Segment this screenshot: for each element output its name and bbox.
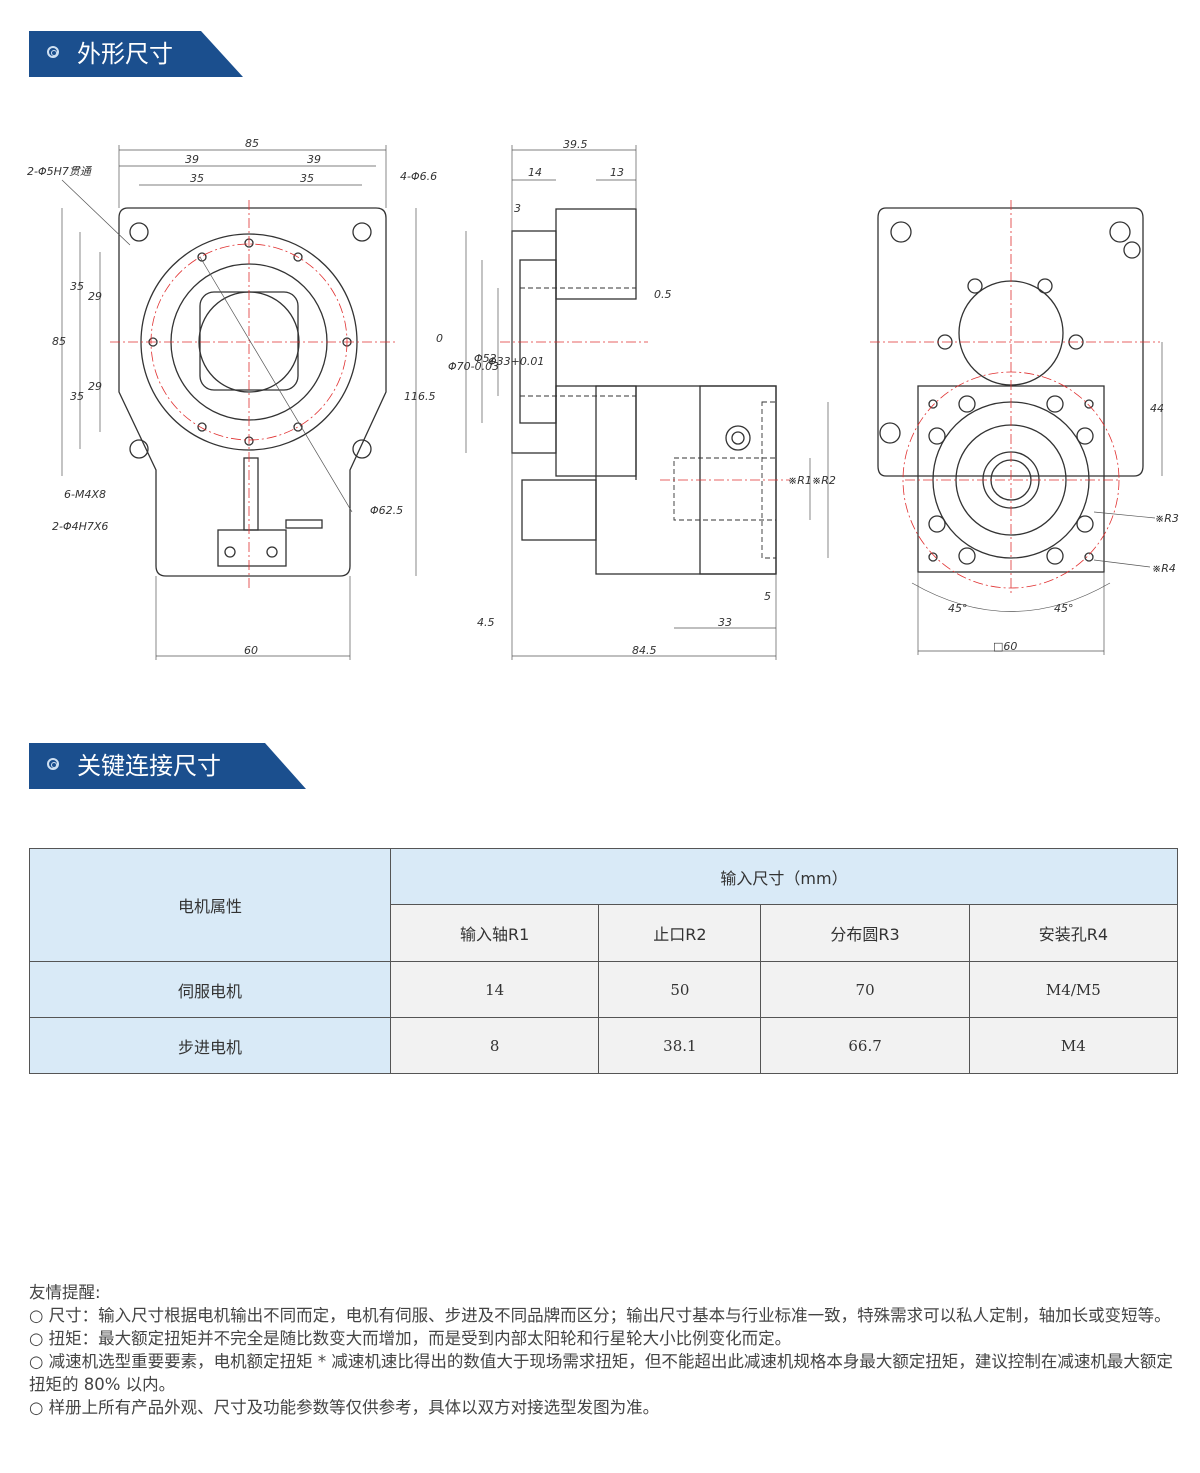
dimension-label: 13 [610, 166, 624, 179]
dimension-label: □60 [993, 640, 1017, 653]
dimension-label: Φ70-0.03 [448, 360, 499, 373]
dimension-label: 5 [764, 590, 771, 603]
side-view [511, 208, 777, 575]
dimension-label: 39 [185, 153, 199, 166]
table-cell: 50 [598, 961, 762, 1018]
dimension-drawing: 85 39 39 35 35 2-Φ5H7贯通 4-Φ6.6 85 35 29 … [27, 137, 1179, 660]
dimension-label: Φ33+0.01 [488, 355, 544, 368]
dimension-label: 4-Φ6.6 [400, 170, 437, 183]
table-row: 伺服电机 14 50 70 M4/M5 [29, 961, 1179, 1018]
dimension-label: 85 [52, 335, 66, 348]
table-cell: M4/M5 [968, 961, 1179, 1018]
dimension-label: 29 [88, 290, 102, 303]
row-label: 步进电机 [29, 1017, 391, 1074]
column-header: 分布圆R3 [760, 904, 970, 962]
dimension-label: 45° [948, 602, 968, 615]
dimension-label: 45° [1054, 602, 1074, 615]
dimension-label: 14 [528, 166, 542, 179]
table-cell: 66.7 [760, 1017, 970, 1074]
banner-shape [29, 743, 306, 789]
table-cell: 70 [760, 961, 970, 1018]
note-item: ○ 尺寸：输入尺寸根据电机输出不同而定，电机有伺服、步进及不同品牌而区分；输出尺… [29, 1306, 1171, 1325]
section-title-text: 外形尺寸 [77, 40, 173, 68]
dimension-label: 35 [190, 172, 204, 185]
notes: 友情提醒: ○ 尺寸：输入尺寸根据电机输出不同而定，电机有伺服、步进及不同品牌而… [29, 1281, 1189, 1419]
side-centerline [500, 341, 790, 481]
column-header: 安装孔R4 [968, 904, 1179, 962]
section-title-connection: 关键连接尺寸 [29, 743, 307, 789]
dimension-label: ※R3 [1155, 512, 1179, 525]
table-cell: 8 [389, 1017, 600, 1074]
dimension-label: 39 [307, 153, 321, 166]
dimension-label: 84.5 [632, 644, 657, 657]
dimension-label: 44 [1150, 402, 1164, 415]
dimension-label: 6-M4X8 [64, 488, 106, 501]
dimension-label: 0 [436, 332, 443, 345]
dimension-label: 29 [88, 380, 102, 393]
dimension-label: 35 [70, 280, 84, 293]
front-view [118, 207, 387, 577]
dimension-label: 85 [245, 137, 259, 150]
dimension-label: 35 [300, 172, 314, 185]
table-cell: 14 [389, 961, 600, 1018]
dimension-lines [61, 145, 1163, 660]
column-header: 止口R2 [598, 904, 762, 962]
dimension-label: 2-Φ4H7X6 [52, 520, 108, 533]
note-item: ○ 样册上所有产品外观、尺寸及功能参数等仅供参考，具体以双方对接选型发图为准。 [29, 1398, 660, 1417]
section-title-text: 关键连接尺寸 [77, 752, 221, 780]
dimension-label: ※R4 [1152, 562, 1176, 575]
banner-shape [29, 31, 243, 77]
dimension-label: 60 [244, 644, 258, 657]
table-row: 步进电机 8 38.1 66.7 M4 [29, 1017, 1179, 1074]
table-cell: M4 [968, 1017, 1179, 1074]
front-centerlines [110, 200, 398, 590]
dimension-label: ※R1 [788, 474, 812, 487]
dimension-label: 116.5 [404, 390, 436, 403]
rear-centerlines [870, 200, 1160, 595]
dimension-label: 35 [70, 390, 84, 403]
table-cell: 38.1 [598, 1017, 762, 1074]
note-item: ○ 扭矩：最大额定扭矩并不完全是随比数变大而增加，而是受到内部太阳轮和行星轮大小… [29, 1329, 792, 1348]
dimension-label: 39.5 [563, 138, 588, 151]
row-label: 伺服电机 [29, 961, 391, 1018]
column-header: 输入轴R1 [389, 904, 600, 962]
section-title-dimensions: 外形尺寸 [29, 31, 244, 77]
side-hidden-lines [520, 287, 777, 559]
dimension-labels: 85 39 39 35 35 2-Φ5H7贯通 4-Φ6.6 85 35 29 … [27, 137, 1179, 657]
rear-view [877, 207, 1144, 573]
header-input-size: 输入尺寸（mm） [390, 848, 1178, 905]
dimension-label: 4.5 [477, 616, 495, 629]
dimension-label: 2-Φ5H7贯通 [27, 165, 93, 178]
dimension-label: ※R2 [812, 474, 836, 487]
note-item: ○ 减速机选型重要要素，电机额定扭矩 * 减速机速比得出的数值大于现场需求扭矩，… [29, 1352, 1173, 1394]
dimension-label: 0.5 [654, 288, 672, 301]
connection-table: 电机属性 输入尺寸（mm） 输入轴R1 止口R2 分布圆R3 安装孔R4 伺服电… [29, 848, 1179, 1074]
notes-title: 友情提醒: [29, 1283, 101, 1302]
dimension-label: 33 [718, 616, 732, 629]
dimension-label: Φ52 [474, 352, 497, 365]
ring-icon [47, 758, 59, 770]
header-motor-attribute: 电机属性 [29, 848, 391, 962]
dimension-label: 3 [514, 202, 521, 215]
dimension-label: Φ62.5 [370, 504, 403, 517]
ring-icon [47, 46, 59, 58]
